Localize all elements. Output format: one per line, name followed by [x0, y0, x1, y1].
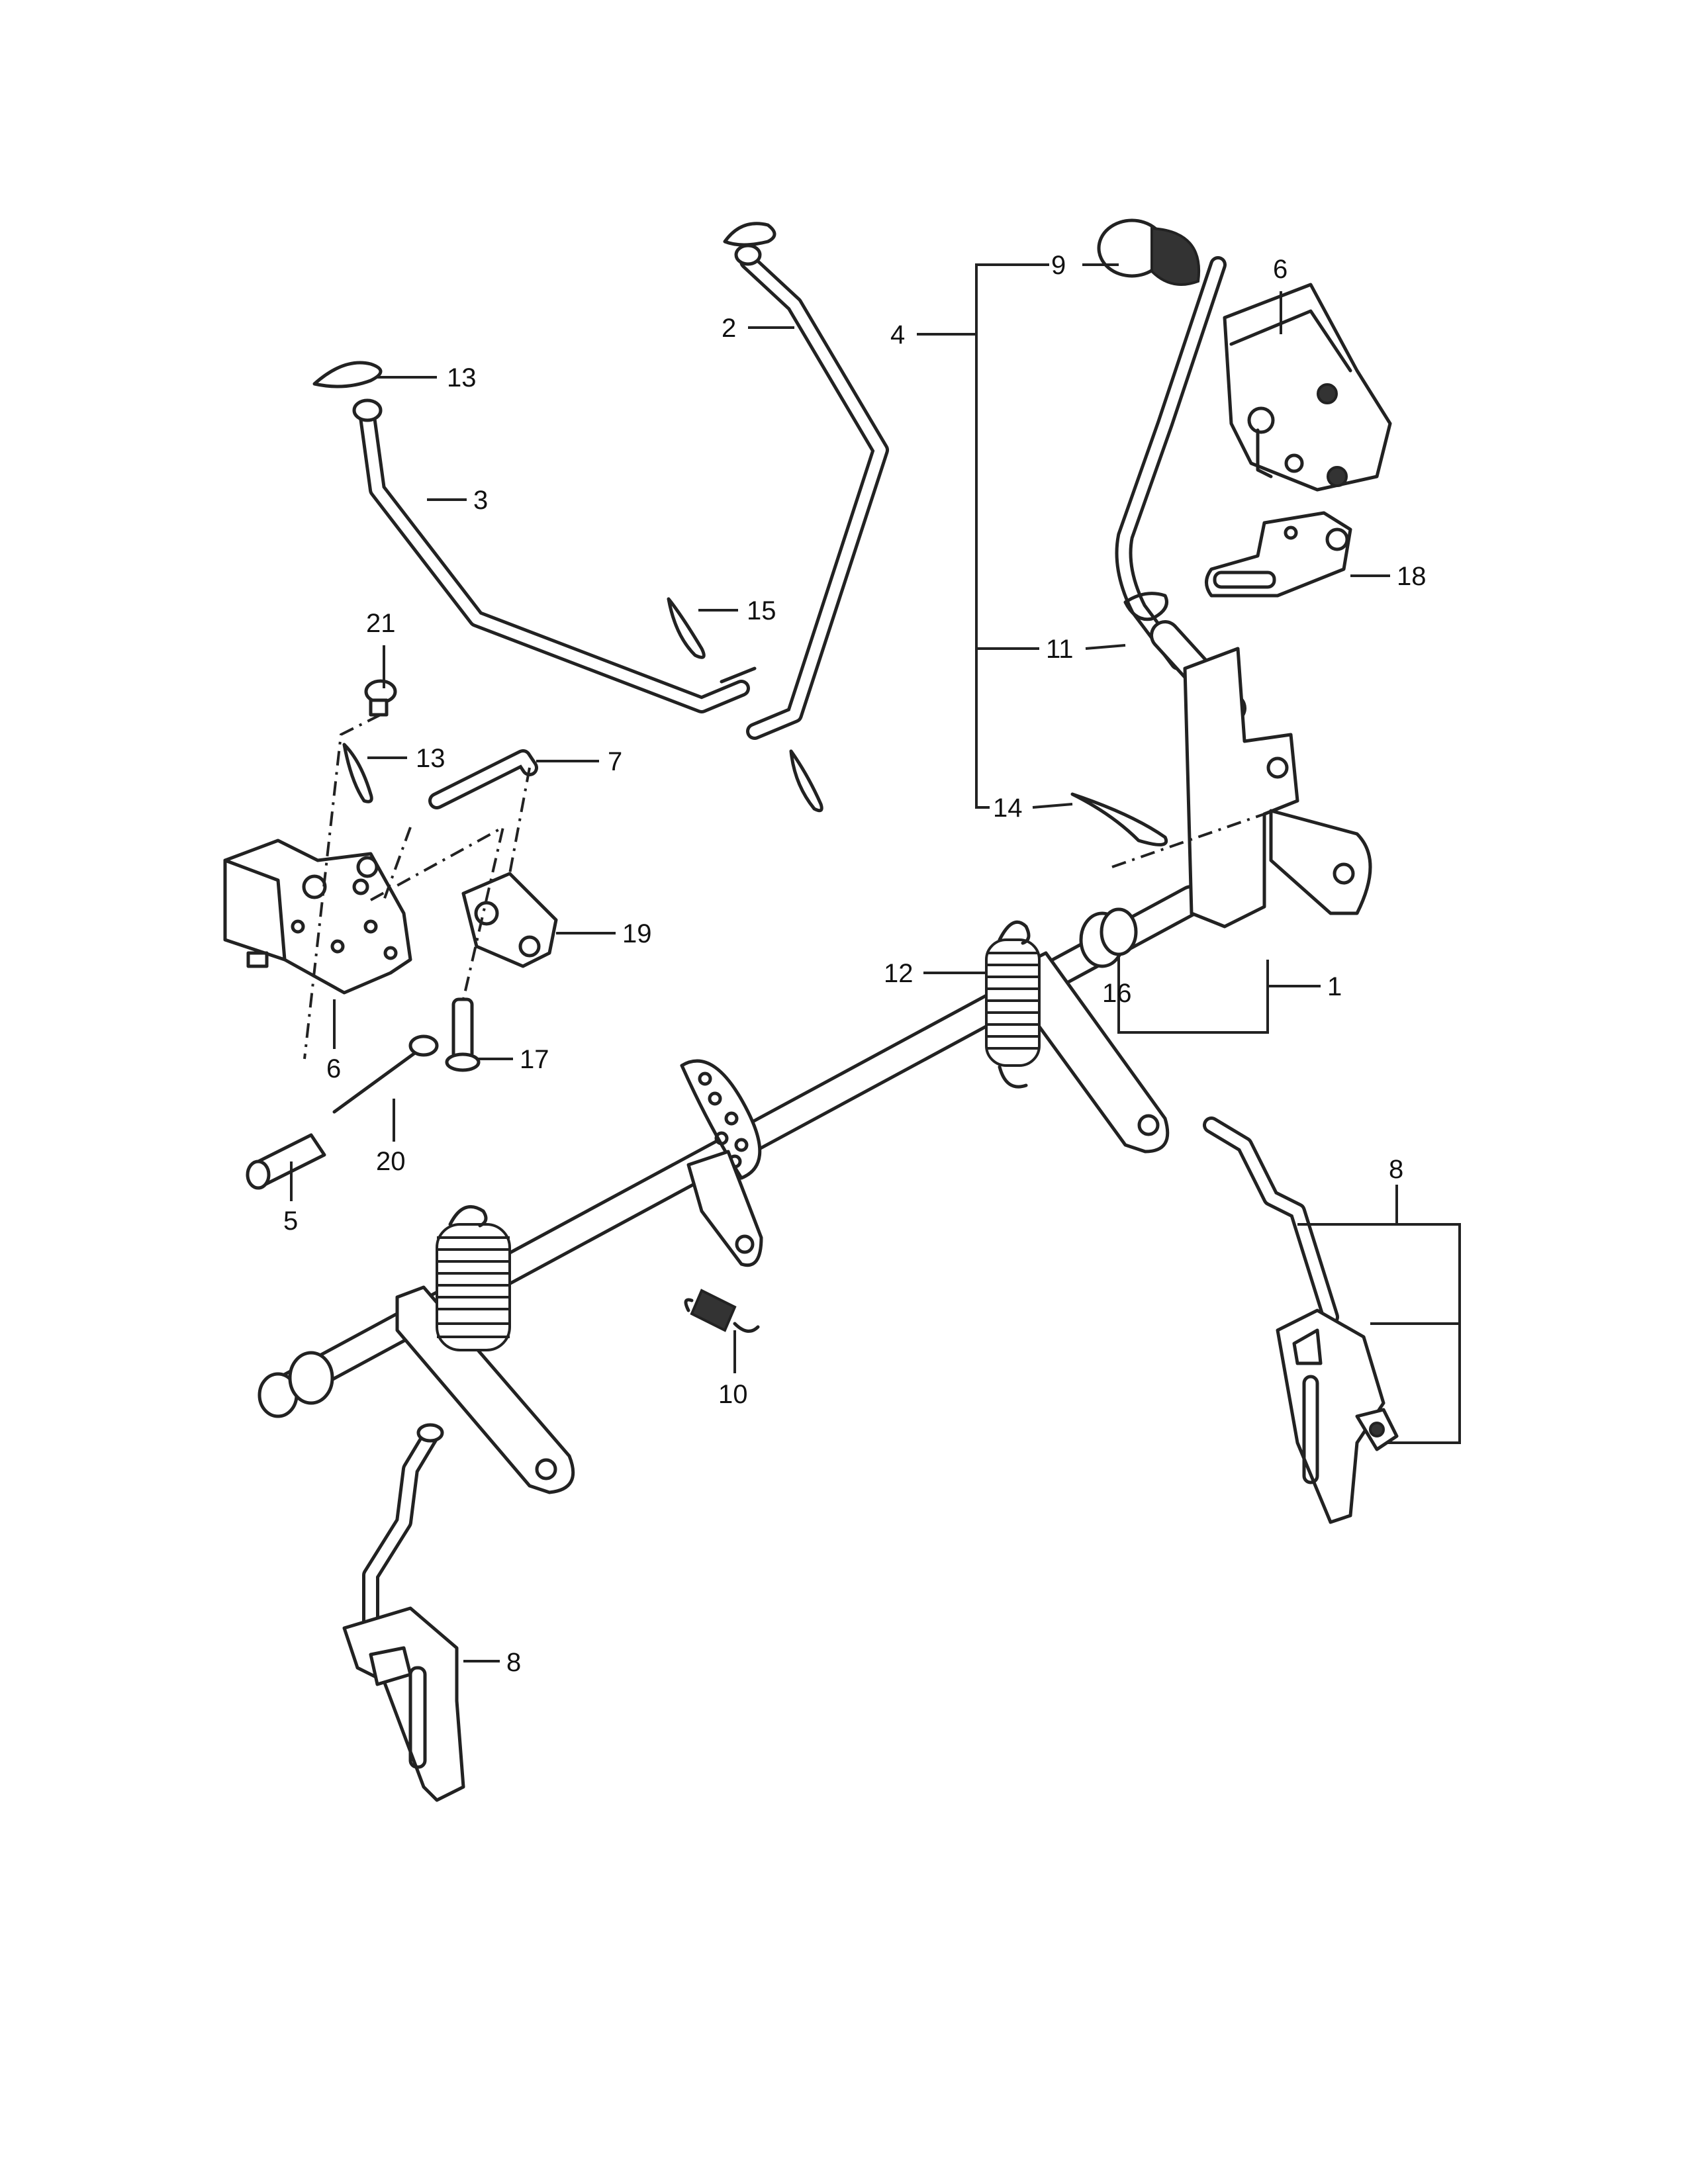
bolt-20 — [332, 1034, 439, 1114]
clip-11 — [1123, 592, 1168, 621]
hairpin-13-lower — [342, 743, 373, 803]
callout-12: 12 — [884, 959, 914, 988]
hex-nut-16 — [1079, 907, 1138, 968]
bracket-19 — [461, 872, 558, 968]
spring-10 — [684, 1289, 760, 1333]
alignment-lines — [303, 713, 1265, 1060]
lift-rod-3 — [352, 398, 757, 713]
hairpin-15 — [667, 597, 706, 659]
knob-9 — [1097, 218, 1201, 286]
callout-21: 21 — [366, 609, 396, 638]
callout-14: 14 — [993, 794, 1023, 823]
callout-8-right: 8 — [1389, 1155, 1403, 1184]
callout-1: 1 — [1327, 972, 1342, 1001]
bolt-21 — [364, 679, 397, 717]
leader-lines — [290, 263, 1461, 1662]
adjust-arm-8-right — [1203, 1116, 1399, 1524]
bracket-6-upper — [1223, 283, 1392, 492]
hairpin-13-upper — [312, 361, 383, 388]
callout-9: 9 — [1051, 251, 1066, 280]
callout-10: 10 — [718, 1380, 748, 1409]
hairpin-rod2-lower — [789, 749, 823, 813]
callout-19: 19 — [622, 919, 652, 948]
lift-rod-2 — [734, 244, 889, 740]
callout-7: 7 — [608, 747, 622, 776]
callout-13-lower: 13 — [416, 744, 445, 773]
callout-17: 17 — [520, 1045, 549, 1074]
pin-7 — [428, 749, 538, 809]
callout-8-lower: 8 — [506, 1648, 521, 1677]
callout-18: 18 — [1397, 562, 1427, 591]
callout-3: 3 — [473, 486, 488, 515]
callout-6-lower: 6 — [326, 1054, 341, 1083]
callout-15: 15 — [747, 596, 776, 625]
callout-16: 16 — [1102, 979, 1132, 1008]
callout-13-upper: 13 — [447, 363, 477, 392]
callout-labels: 1 2 3 4 5 6 6 7 8 8 9 10 11 12 13 13 14 … — [283, 251, 1427, 1677]
sector-plate — [680, 1059, 763, 1267]
callout-11: 11 — [1046, 635, 1074, 664]
hairpin-upper-rod2 — [723, 222, 776, 247]
adjust-arm-8-left — [342, 1423, 465, 1802]
lift-arm-right — [1017, 951, 1170, 1154]
callout-20: 20 — [376, 1147, 406, 1176]
spring-12 — [985, 920, 1041, 1089]
spacer-5 — [246, 1133, 326, 1190]
pin-17 — [445, 997, 481, 1072]
callout-2: 2 — [722, 314, 736, 343]
callout-4: 4 — [890, 320, 905, 349]
callout-5: 5 — [283, 1206, 298, 1236]
bracket-18 — [1205, 511, 1352, 598]
spring-left — [436, 1205, 511, 1351]
callout-6-upper: 6 — [1273, 255, 1288, 284]
lift-lever-4 — [1097, 218, 1246, 723]
shaft-bracket — [1183, 647, 1299, 929]
hairpin-14 — [1070, 792, 1168, 846]
bracket-6-lower — [223, 839, 412, 995]
